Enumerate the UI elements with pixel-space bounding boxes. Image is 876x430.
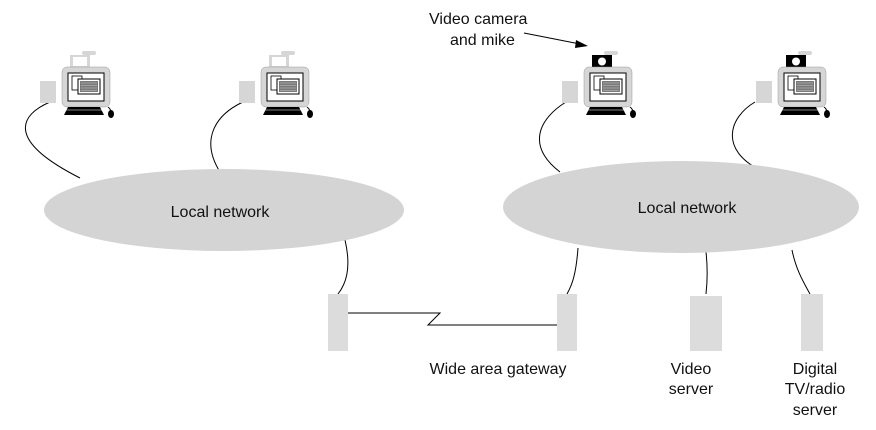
workstation-icon-3 xyxy=(561,50,637,119)
cable-left-net-gateway xyxy=(337,239,349,295)
cable-right-net-video-server xyxy=(705,251,708,295)
tv-server-label-line1: Digital xyxy=(793,361,837,378)
video-server-box xyxy=(690,296,722,351)
local-network-right-label: Local network xyxy=(638,200,738,217)
tv-radio-server-box xyxy=(801,294,823,351)
cable-ws3 xyxy=(539,101,567,173)
local-network-left-label: Local network xyxy=(171,204,271,221)
wan-link-icon xyxy=(347,312,557,326)
gateway-box-left xyxy=(328,294,348,351)
local-network-right xyxy=(503,161,859,253)
cable-right-net-tv-server xyxy=(791,249,811,295)
workstation-icon-1 xyxy=(39,50,115,119)
video-server-label-line2: server xyxy=(669,381,714,398)
workstation-icon-2 xyxy=(238,50,314,119)
cable-ws1 xyxy=(24,101,81,179)
camera-label-line2: and mike xyxy=(450,32,515,49)
cable-right-net-gateway xyxy=(566,247,579,295)
cable-ws2 xyxy=(210,101,244,173)
gateway-label: Wide area gateway xyxy=(430,361,567,378)
gateway-box-right xyxy=(557,294,577,351)
workstation-icon-4 xyxy=(755,50,831,119)
tv-server-label-line3: server xyxy=(793,402,838,419)
camera-pointer-arrow xyxy=(523,32,581,45)
camera-pointer-arrowhead xyxy=(575,40,588,48)
tv-server-label-line2: TV/radio xyxy=(785,381,846,398)
cable-ws4 xyxy=(731,101,761,171)
camera-label-line1: Video camera xyxy=(429,11,528,28)
local-network-left xyxy=(44,169,404,251)
cables xyxy=(24,101,811,295)
video-server-label-line1: Video xyxy=(671,361,712,378)
